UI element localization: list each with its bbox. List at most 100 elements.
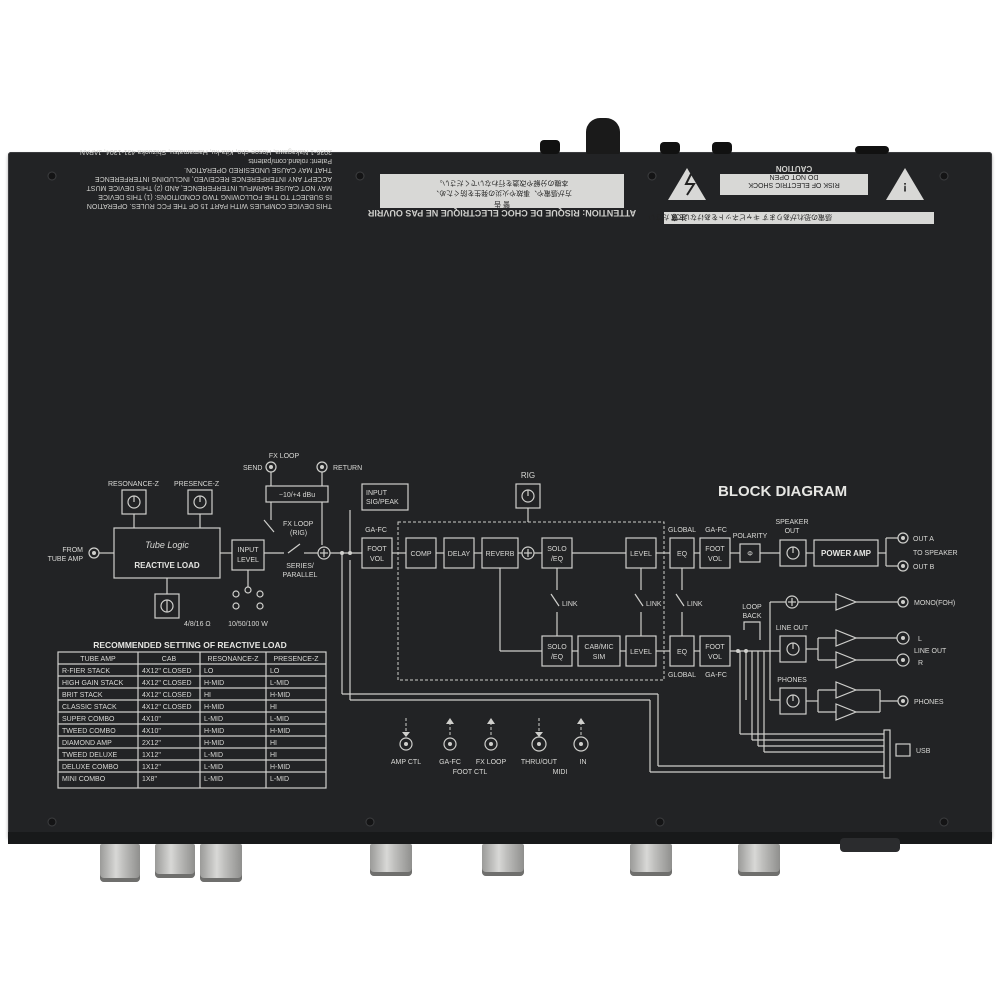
front-knob-3[interactable] bbox=[200, 844, 242, 882]
svg-text:RIG: RIG bbox=[521, 471, 535, 480]
table-cell: DELUXE COMBO bbox=[62, 764, 119, 771]
table-cell: DIAMOND AMP bbox=[62, 740, 112, 747]
svg-text:FX LOOP: FX LOOP bbox=[283, 521, 314, 528]
svg-text:DELAY: DELAY bbox=[448, 551, 471, 558]
table-cell: 4X12" CLOSED bbox=[142, 668, 192, 675]
svg-text:SPEAKER: SPEAKER bbox=[775, 519, 808, 526]
svg-text:PRESENCE-Z: PRESENCE-Z bbox=[273, 656, 319, 663]
table-cell: MINI COMBO bbox=[62, 776, 106, 783]
svg-text:TUBE AMP: TUBE AMP bbox=[48, 556, 84, 563]
front-power-switch[interactable] bbox=[840, 838, 900, 852]
svg-text:PHONES: PHONES bbox=[914, 699, 944, 706]
svg-text:VOL: VOL bbox=[370, 556, 384, 563]
front-knob-2[interactable] bbox=[155, 844, 195, 878]
svg-text:!: ! bbox=[903, 180, 907, 194]
svg-text:方が感電や、事故や火災の発生を防ぐため、: 方が感電や、事故や火災の発生を防ぐため、 bbox=[432, 189, 572, 198]
svg-text:ACCEPT ANY INTERFERENCE RECEIV: ACCEPT ANY INTERFERENCE RECEIVED, INCLUD… bbox=[95, 175, 332, 182]
svg-text:GLOBAL: GLOBAL bbox=[668, 527, 696, 534]
svg-text:CAB/MIC: CAB/MIC bbox=[584, 644, 613, 651]
front-knob-5[interactable] bbox=[482, 844, 524, 876]
fx-loop-section: FX LOOP SEND RETURN −10/+4 dBu FX LOOP (… bbox=[243, 453, 362, 579]
reactive-load-table: RECOMMENDED SETTING OF REACTIVE LOAD TUB… bbox=[57, 640, 327, 789]
table-cell: L-MID bbox=[270, 776, 289, 783]
svg-text:TO SPEAKER: TO SPEAKER bbox=[913, 550, 958, 557]
front-panel-edge bbox=[8, 832, 992, 844]
svg-text:FOOT: FOOT bbox=[705, 644, 725, 651]
table-cell: SUPER COMBO bbox=[62, 716, 115, 723]
svg-text:GA-FC: GA-FC bbox=[439, 759, 461, 766]
svg-text:Φ: Φ bbox=[747, 551, 753, 558]
svg-text:SIG/PEAK: SIG/PEAK bbox=[366, 499, 399, 506]
table-cell: 4X12" CLOSED bbox=[142, 692, 192, 699]
svg-text:POLARITY: POLARITY bbox=[733, 533, 768, 540]
front-knob-6[interactable] bbox=[630, 844, 672, 876]
table-cell: H-MID bbox=[270, 764, 290, 771]
front-knob-4[interactable] bbox=[370, 844, 412, 876]
svg-text:MONO(FOH): MONO(FOH) bbox=[914, 600, 955, 607]
svg-text:INPUT: INPUT bbox=[238, 547, 260, 554]
table-cell: L-MID bbox=[204, 764, 223, 771]
svg-text:CAB: CAB bbox=[162, 656, 177, 663]
svg-text:THRU/OUT: THRU/OUT bbox=[521, 759, 558, 766]
rear-jack-1 bbox=[540, 140, 560, 154]
svg-text:感電の恐れがあります キャビネットをあけないでください: 感電の恐れがあります キャビネットをあけないでください bbox=[648, 213, 832, 222]
svg-text:VOL: VOL bbox=[708, 654, 722, 661]
table-cell: LO bbox=[204, 668, 214, 675]
svg-text:DO NOT OPEN: DO NOT OPEN bbox=[770, 173, 819, 180]
table-cell: R-FIER STACK bbox=[62, 668, 110, 675]
table-cell: 1X12" bbox=[142, 764, 161, 771]
svg-text:OUT B: OUT B bbox=[913, 564, 935, 571]
svg-text:COMP: COMP bbox=[411, 551, 432, 558]
svg-text:CAUTION: CAUTION bbox=[776, 164, 813, 173]
svg-text:LEVEL: LEVEL bbox=[237, 557, 259, 564]
table-cell: TWEED COMBO bbox=[62, 728, 116, 735]
screws bbox=[47, 171, 949, 827]
svg-text:2036-1 Nakagawa, Hosoe-cho, Ki: 2036-1 Nakagawa, Hosoe-cho, Kita-ku, Ham… bbox=[80, 148, 332, 155]
table-cell: HI bbox=[204, 692, 211, 699]
svg-text:FX LOOP: FX LOOP bbox=[476, 759, 507, 766]
svg-text:BACK: BACK bbox=[742, 613, 761, 620]
svg-text:LINE OUT: LINE OUT bbox=[914, 648, 947, 655]
svg-text:L: L bbox=[918, 636, 922, 643]
svg-text:TUBE AMP: TUBE AMP bbox=[80, 656, 116, 663]
svg-text:SERIES/: SERIES/ bbox=[286, 563, 314, 570]
svg-text:10/50/100 W: 10/50/100 W bbox=[228, 621, 268, 628]
block-diagram-title: BLOCK DIAGRAM bbox=[718, 483, 847, 500]
svg-text:(RIG): (RIG) bbox=[290, 530, 307, 537]
svg-text:EQ: EQ bbox=[677, 551, 688, 558]
svg-text:REACTIVE LOAD: REACTIVE LOAD bbox=[134, 561, 200, 570]
svg-text:−10/+4 dBu: −10/+4 dBu bbox=[279, 492, 315, 499]
table-cell: HI bbox=[270, 752, 277, 759]
svg-text:4/8/16 Ω: 4/8/16 Ω bbox=[184, 621, 211, 628]
table-cell: 1X8" bbox=[142, 776, 157, 783]
svg-text:本機の分解や改造を行わないでください。: 本機の分解や改造を行わないでください。 bbox=[436, 179, 569, 188]
svg-text:FROM: FROM bbox=[62, 547, 83, 554]
fcc-notice: THIS DEVICE COMPLIES WITH PART 15 OF THE… bbox=[80, 148, 332, 209]
svg-text:REVERB: REVERB bbox=[486, 551, 515, 558]
svg-text:/EQ: /EQ bbox=[551, 556, 564, 563]
svg-text:RISK OF ELECTRIC SHOCK: RISK OF ELECTRIC SHOCK bbox=[748, 181, 840, 188]
svg-text:SIM: SIM bbox=[593, 654, 606, 661]
svg-text:INPUT: INPUT bbox=[366, 490, 388, 497]
front-knob-1[interactable] bbox=[100, 844, 140, 882]
table-cell: LO bbox=[270, 668, 280, 675]
svg-text:IN: IN bbox=[580, 759, 587, 766]
svg-text:RESONANCE-Z: RESONANCE-Z bbox=[108, 481, 160, 488]
front-knob-7[interactable] bbox=[738, 844, 780, 876]
table-cell: 4X10" bbox=[142, 728, 161, 735]
table-cell: L-MID bbox=[204, 752, 223, 759]
svg-text:FOOT: FOOT bbox=[367, 546, 387, 553]
svg-text:GLOBAL: GLOBAL bbox=[668, 672, 696, 679]
svg-text:SOLO: SOLO bbox=[547, 546, 567, 553]
svg-text:OUT: OUT bbox=[785, 528, 801, 535]
table-cell: 4X10" bbox=[142, 716, 161, 723]
table-cell: CLASSIC STACK bbox=[62, 704, 117, 711]
svg-text:LEVEL: LEVEL bbox=[630, 649, 652, 656]
rear-cable-connector bbox=[586, 118, 620, 154]
svg-text:ATTENTION: RISQUE DE CHOC ELEC: ATTENTION: RISQUE DE CHOC ELECTRIQUE NE … bbox=[367, 208, 636, 218]
input-section: INPUT SIG/PEAK GA-FC FOOT VOL bbox=[361, 483, 409, 569]
rear-jack-4 bbox=[855, 146, 889, 154]
svg-text:GA-FC: GA-FC bbox=[705, 527, 727, 534]
output-section: GLOBAL EQ GA-FC FOOT VOL POLARITY Φ SPEA… bbox=[341, 519, 958, 779]
